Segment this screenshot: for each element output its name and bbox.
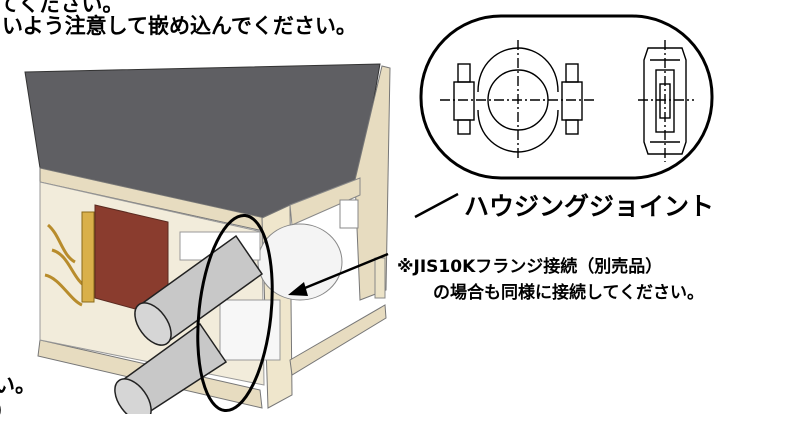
- edge-text-fragment-2: ）: [0, 395, 15, 425]
- note-line-2: の場合も同様に接続してください。: [433, 283, 704, 303]
- illustration-canvas: [24, 14, 714, 414]
- pointer-arrow: [288, 252, 389, 296]
- housing-joint-label: ハウジングジョイント: [464, 192, 715, 221]
- housing-joint-front-icon: [440, 40, 596, 160]
- intro-line-2: いよう注意して嵌め込んでください。: [2, 14, 357, 38]
- intro-line-1: てください。: [0, 0, 124, 16]
- housing-joint-side-icon: [638, 40, 694, 162]
- edge-text-fragment-1: い。: [0, 373, 36, 397]
- pipe-lower: [114, 322, 228, 414]
- leader-line: [414, 192, 459, 219]
- note-line-1: ※JIS10Kフランジ接続（別売品）: [397, 257, 663, 277]
- joint-highlight-ellipse: [196, 213, 274, 413]
